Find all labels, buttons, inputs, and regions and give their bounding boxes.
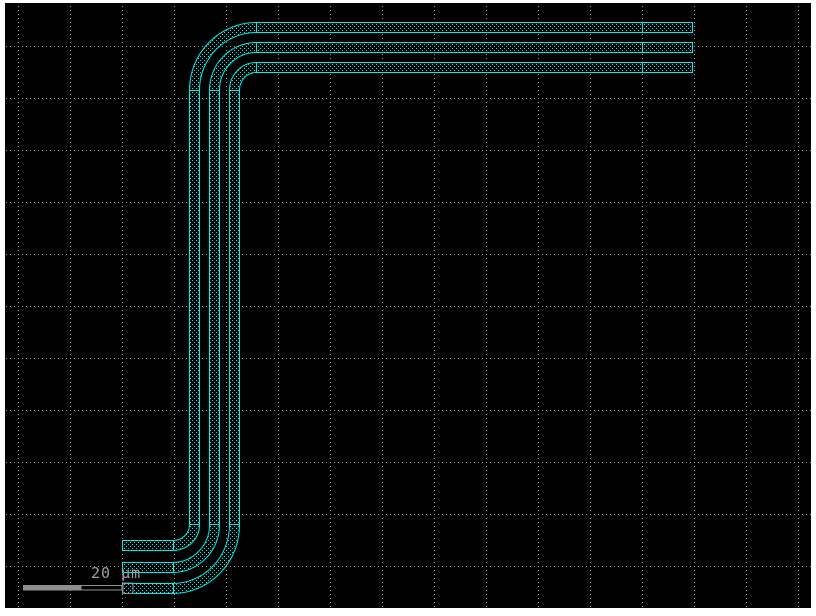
scale-bar-filled-segment xyxy=(23,585,81,591)
trace-3[interactable] xyxy=(122,62,693,594)
scale-bar-outline-segment xyxy=(80,585,123,591)
reference-grid xyxy=(5,3,811,608)
traces-group xyxy=(122,22,693,594)
scale-bar: 20 µm xyxy=(23,564,141,594)
scale-bar-end-box xyxy=(122,582,134,594)
trace-1[interactable] xyxy=(122,22,693,551)
scale-bar-label: 20 µm xyxy=(91,564,141,582)
trace-2[interactable] xyxy=(122,42,693,573)
